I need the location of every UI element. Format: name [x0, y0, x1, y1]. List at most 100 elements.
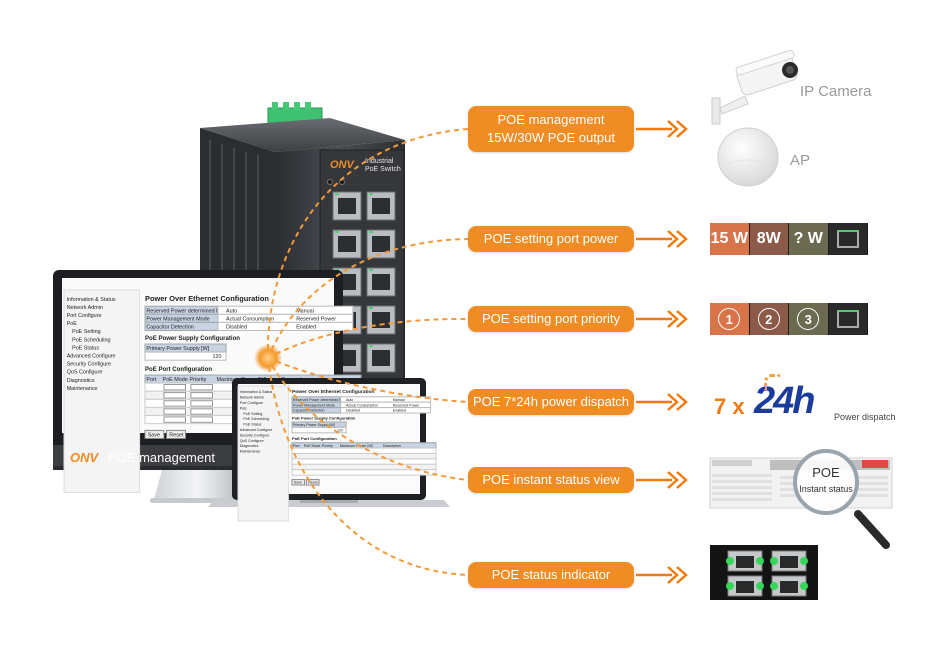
- port-power-1-label: 15 W: [710, 230, 748, 247]
- port-power-strip: 15 W 8W ? W: [710, 223, 868, 255]
- feature-port-priority: POE setting port priority: [468, 306, 634, 332]
- web-supply-input: [144, 351, 227, 361]
- web-port-header: Description: [383, 444, 401, 448]
- web-title: Power Over Ethernet Configuration: [145, 294, 269, 303]
- rj45-port: [366, 343, 396, 373]
- rj45-port-icon: [836, 310, 859, 328]
- web-sidebar-item: Port Configure: [67, 313, 102, 319]
- port-led: [369, 307, 373, 309]
- monitor-caption: POE management: [108, 450, 215, 465]
- web-port-row: [291, 447, 437, 455]
- switch-name-line2: PoE Switch: [365, 166, 401, 173]
- web-sidebar-item: PoE: [67, 321, 78, 327]
- web-sidebar: [63, 289, 141, 493]
- web-sidebar-item: Port Configure: [240, 401, 263, 405]
- web-sidebar-item: PoE Setting: [243, 412, 262, 416]
- status-indicator-thumbnail: [710, 545, 818, 600]
- port-led: [369, 269, 373, 271]
- ap-label: AP: [790, 152, 810, 169]
- ip-camera-icon: [711, 49, 798, 125]
- chevron-right-icon: [667, 120, 679, 138]
- chevron-right-icon: [676, 566, 688, 584]
- rj45-port-socket: [372, 350, 390, 366]
- sun-ray-icon: [764, 374, 780, 390]
- priority-number-2: 2: [757, 308, 780, 330]
- web-select: [190, 384, 213, 391]
- chevron-right-icon: [667, 566, 679, 584]
- priority-number-1: 1: [718, 308, 741, 330]
- web-sidebar-item: Maintenance: [67, 386, 98, 392]
- access-point-icon: [717, 127, 779, 187]
- port-priority-1: 1: [710, 303, 750, 335]
- web-sidebar-item: PoE Setting: [72, 329, 100, 335]
- switch-name-line1: Industrial: [365, 158, 394, 165]
- port-priority-2: 2: [749, 303, 789, 335]
- ip-camera-label: IP Camera: [800, 83, 872, 100]
- port-led: [369, 231, 373, 233]
- web-port-header: Port: [293, 444, 300, 448]
- web-port-row: [291, 463, 437, 471]
- web-button-label: Reset: [169, 432, 184, 438]
- web-radio-option: Auto: [226, 308, 237, 314]
- feature-power-dispatch-label: POE 7*24h power dispatch: [472, 394, 630, 409]
- web-radio-option: Manual: [296, 308, 314, 314]
- chevron-right-icon: [676, 471, 688, 489]
- green-led-icon: [756, 557, 764, 565]
- port-led: [369, 345, 373, 347]
- web-port-header: PoE Mode: [304, 444, 321, 448]
- web-sidebar-item: Diagnostics: [67, 378, 95, 384]
- web-sidebar-item: PoE Scheduling: [72, 337, 110, 343]
- web-sidebar-item: PoE Scheduling: [243, 417, 269, 421]
- chevron-right-icon: [676, 230, 688, 248]
- web-select: [190, 400, 213, 407]
- port-power-3: ? W: [789, 223, 829, 255]
- rj45-port-socket: [780, 581, 798, 593]
- web-button-label: Save: [148, 432, 160, 438]
- chevron-right-icon: [676, 393, 688, 411]
- web-port-title: PoE Port Configuration: [292, 436, 337, 441]
- rj45-port-socket: [372, 198, 390, 214]
- priority-number-3: 3: [797, 308, 820, 330]
- web-table-label: Power Management Mode: [146, 316, 209, 322]
- status-view-thumbnail: [709, 449, 893, 549]
- port-priority-4: [828, 303, 868, 335]
- feature-poe-management-line2: 15W/30W POE output: [487, 130, 615, 145]
- web-port-header: Maximum Power [W]: [340, 444, 373, 448]
- dispatch-24h: 24h: [754, 380, 816, 422]
- web-title: Power Over Ethernet Configuration: [292, 389, 375, 395]
- web-button-label: Save: [294, 481, 302, 485]
- green-led-icon: [800, 582, 808, 590]
- web-select: [163, 400, 186, 407]
- web-radio-option: Reserved Power: [296, 316, 336, 322]
- feature-status-view-label: POE instant status view: [482, 472, 620, 487]
- web-sidebar-item: PoE Status: [72, 345, 99, 351]
- web-radio-option: Auto: [346, 398, 353, 402]
- web-radio-option: Enabled: [296, 324, 316, 330]
- web-radio-option: Manual: [393, 398, 405, 402]
- port-power-2: 8W: [749, 223, 789, 255]
- feature-poe-management-line1: POE management: [497, 112, 605, 127]
- hub-glow: [254, 344, 282, 372]
- feature-status-indicator: POE status indicator: [468, 562, 634, 588]
- chevron-right-icon: [667, 471, 679, 489]
- web-sidebar-item: Information & Status: [67, 297, 116, 303]
- switch-brand: ONV: [330, 159, 356, 171]
- rj45-port-socket: [372, 312, 390, 328]
- web-radio-option: Actual Consumption: [346, 403, 378, 407]
- web-port-header: Port: [146, 377, 156, 383]
- connector-lines: [266, 128, 469, 576]
- feature-status-view: POE instant status view: [468, 467, 634, 493]
- web-sidebar-item: Security Configure: [67, 362, 111, 368]
- feature-port-power: POE setting port power: [468, 226, 634, 252]
- web-radio-option: Disabled: [346, 409, 360, 413]
- port-led: [335, 231, 339, 233]
- port-led: [335, 193, 339, 195]
- dispatch-prefix: 7 x: [714, 394, 745, 419]
- web-table-label: Reserved Power determined by: [293, 398, 344, 402]
- port-led: [369, 193, 373, 195]
- web-sidebar: [237, 385, 289, 522]
- web-supply-value: 120: [213, 354, 222, 360]
- port-power-4: [828, 223, 868, 255]
